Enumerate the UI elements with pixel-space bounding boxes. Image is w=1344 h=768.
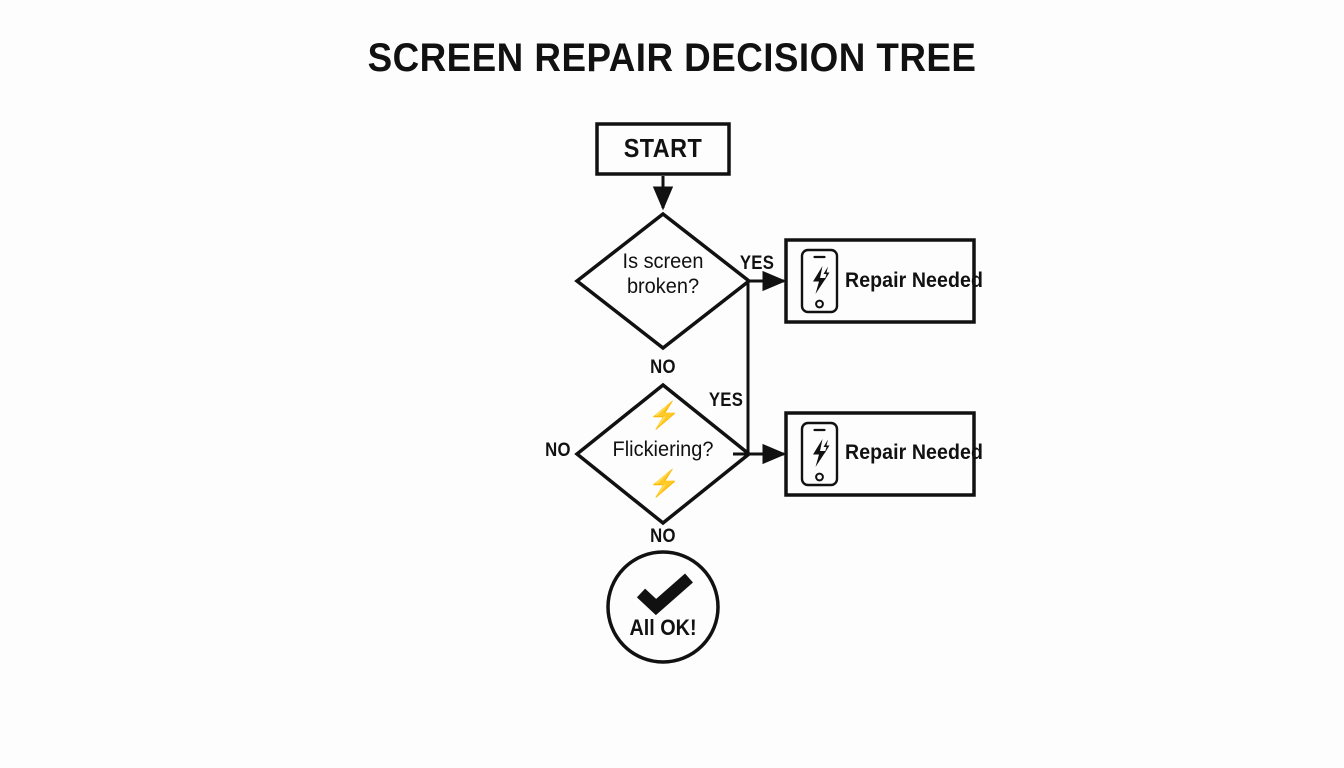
repair-top-node-label: Repair Needed xyxy=(845,269,983,292)
phone-lightning-icon xyxy=(800,421,839,487)
decision1-node-shape xyxy=(574,211,752,351)
edge-label-yes-flickering: YES xyxy=(708,390,744,411)
edge-label-no-flickering-left: NO xyxy=(545,440,571,461)
lightning-bolt-icon: ⚡ xyxy=(648,400,681,430)
edge-label-no-broken: NO xyxy=(650,357,676,378)
phone-lightning-icon xyxy=(800,248,839,314)
checkmark-icon xyxy=(636,573,693,616)
decision1-node-label: Is screen broken? xyxy=(578,250,749,300)
start-node-shape xyxy=(595,122,731,176)
all-ok-node-label: All OK! xyxy=(629,615,697,640)
repair-bottom-node-label: Repair Needed xyxy=(845,441,983,464)
decision1-label-line2: broken? xyxy=(626,274,700,298)
start-node-label: START xyxy=(623,133,703,163)
page-title: SCREEN REPAIR DECISION TREE xyxy=(367,36,977,80)
edge-label-no-flickering-bottom: NO xyxy=(650,526,676,547)
decision1-label-line1: Is screen xyxy=(622,250,704,273)
decision2-node-shape xyxy=(574,382,752,526)
decision2-node-label: Flickiering? xyxy=(612,438,714,461)
lightning-bolt-icon: ⚡ xyxy=(648,468,681,498)
edge-label-yes-broken: YES xyxy=(739,253,775,274)
